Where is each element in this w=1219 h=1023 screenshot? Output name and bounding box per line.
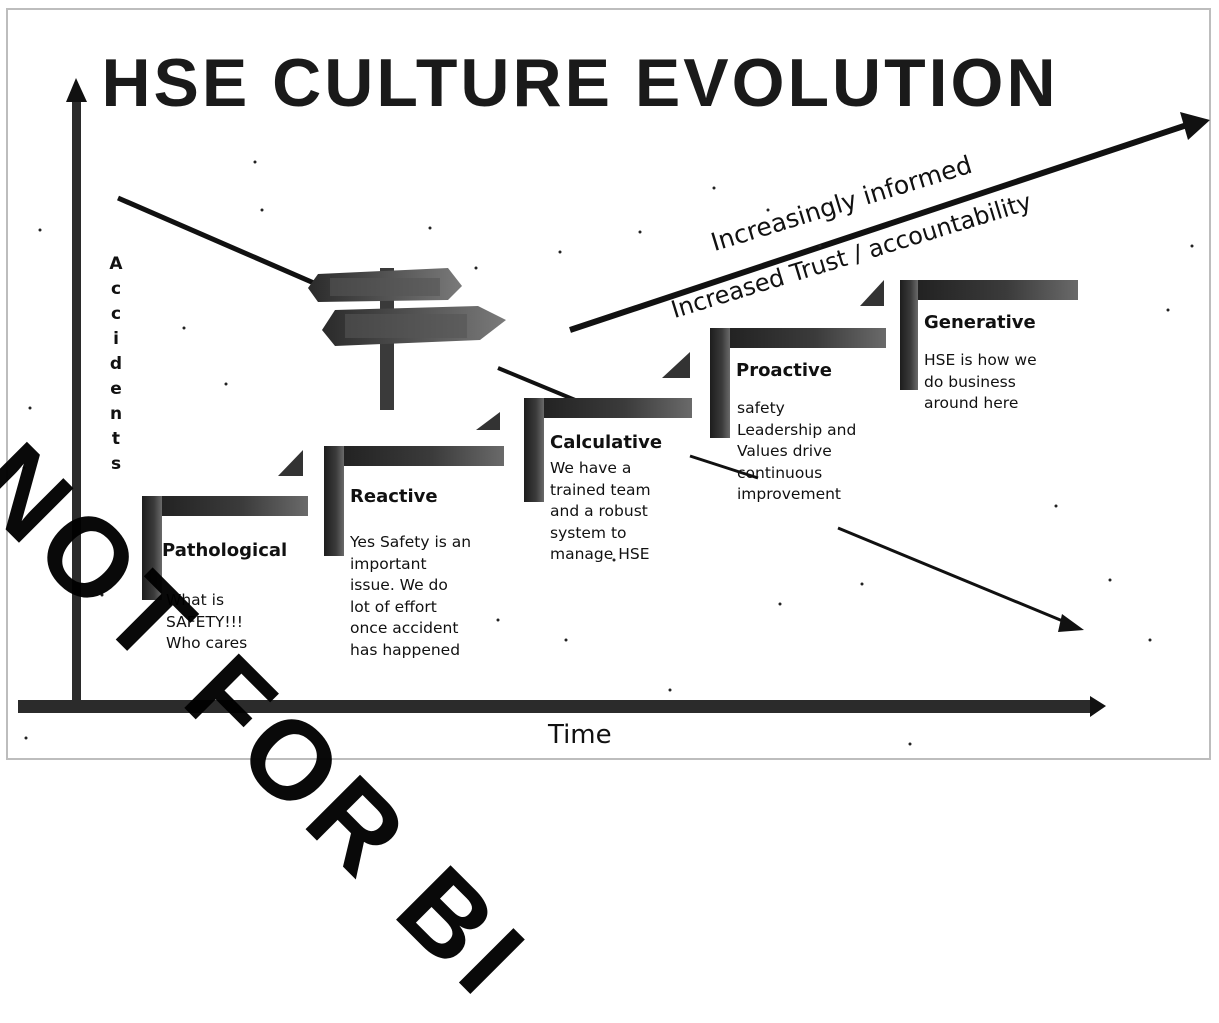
y-axis-label: A c c i d e n t s	[106, 252, 126, 477]
x-axis	[18, 696, 1106, 717]
stage-heading-reactive: Reactive	[350, 486, 438, 507]
description-line: do business	[924, 372, 1016, 391]
description-line: system to	[550, 523, 627, 542]
y-axis-letter: i	[113, 329, 119, 349]
description-line: around here	[924, 394, 1019, 412]
description-line: SAFETY!!!	[166, 612, 244, 631]
step-triangle-1	[278, 450, 303, 476]
diagram-canvas	[18, 78, 1210, 746]
y-axis-letter: s	[110, 454, 122, 474]
y-axis-letter: c	[110, 304, 122, 324]
step-reactive	[324, 446, 504, 556]
declining-arrow	[689, 454, 1084, 632]
y-axis-letter: e	[110, 379, 122, 399]
stage-heading-calculative: Calculative	[550, 432, 663, 453]
description-line: What is	[166, 591, 225, 609]
stage-description-reactive: Yes Safety is an important issue. We do …	[350, 532, 471, 661]
description-line: Values drive	[737, 442, 832, 460]
y-axis-letter: n	[109, 404, 123, 424]
line-to-signpost	[117, 195, 331, 293]
step-triangle-4	[860, 280, 884, 306]
step-pathological	[142, 496, 308, 600]
description-line: safety	[737, 399, 785, 417]
y-axis	[66, 78, 87, 705]
step-triangle-3	[662, 352, 690, 378]
description-line: manage HSE	[550, 545, 650, 563]
description-line: continuous	[737, 463, 823, 482]
step-generative	[900, 280, 1078, 390]
diagram-frame	[6, 8, 1211, 760]
stage-description-generative: HSE is how we do business around here	[924, 350, 1037, 415]
stage-heading-proactive: Proactive	[736, 360, 832, 381]
description-line: once accident	[350, 619, 459, 637]
stage-heading-generative: Generative	[924, 312, 1036, 333]
description-line: lot of effort	[350, 597, 437, 616]
y-axis-letter: c	[110, 279, 122, 299]
step-calculative	[524, 398, 692, 502]
y-axis-letter: t	[111, 429, 121, 449]
description-line: important	[350, 554, 427, 573]
description-line: trained team	[550, 480, 651, 499]
description-line: HSE is how we	[924, 351, 1037, 369]
increasing-arrow	[569, 112, 1210, 333]
noise-dots	[22, 160, 1194, 746]
description-line: Leadership and	[737, 420, 857, 439]
y-axis-letter: A	[109, 254, 123, 274]
step-triangle-2	[476, 412, 500, 430]
diagram-title: HSE CULTURE EVOLUTION	[101, 45, 1059, 121]
x-axis-label: Time	[548, 720, 612, 750]
description-line: Who cares	[166, 634, 248, 652]
description-line: improvement	[737, 485, 842, 503]
step-proactive	[710, 328, 886, 438]
signpost-icon	[308, 268, 506, 410]
line-to-calculative	[497, 366, 581, 404]
description-line: and a robust	[550, 502, 648, 520]
stage-description-pathological: What is SAFETY!!! Who cares	[166, 590, 247, 655]
description-line: We have a	[550, 459, 632, 477]
description-line: Yes Safety is an	[350, 533, 472, 551]
description-line: issue. We do	[350, 576, 448, 594]
y-axis-letter: d	[109, 354, 123, 374]
description-line: has happened	[350, 640, 461, 659]
stage-heading-pathological: Pathological	[162, 540, 288, 561]
stage-description-calculative: We have a trained team and a robust syst…	[550, 458, 651, 566]
stage-description-proactive: safety Leadership and Values drive conti…	[737, 398, 856, 506]
